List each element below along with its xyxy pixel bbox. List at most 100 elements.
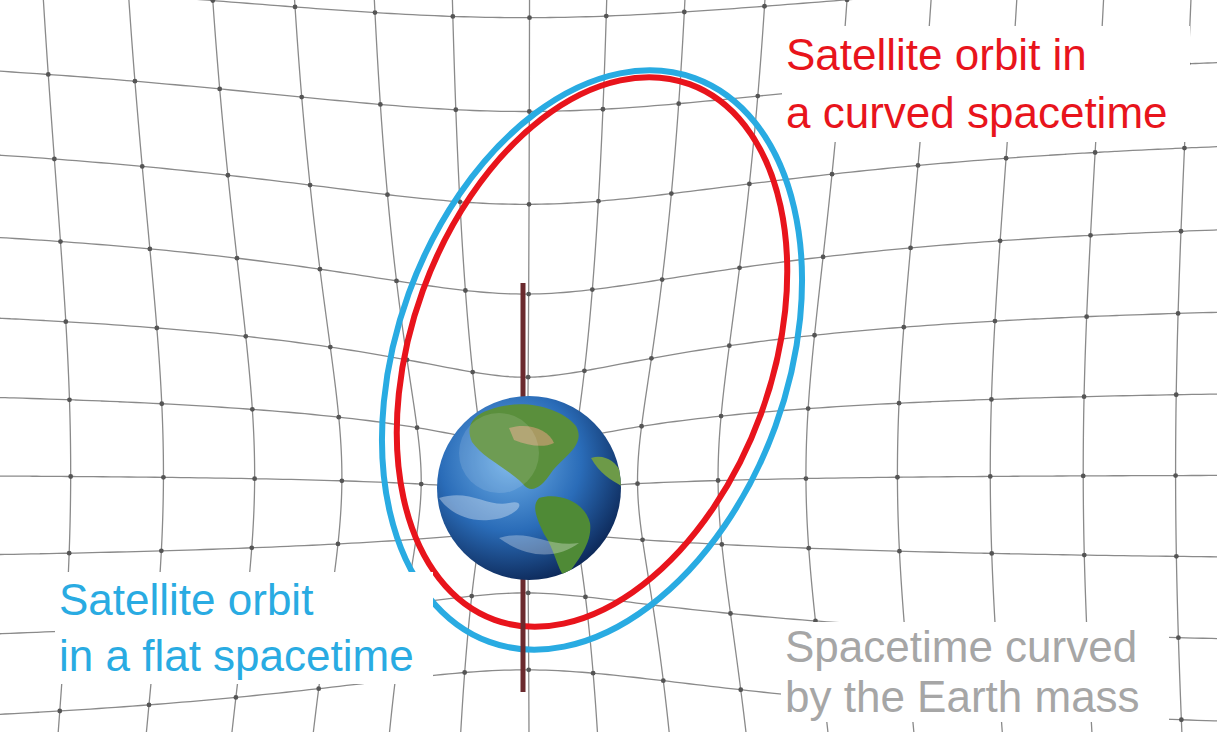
grid-dot	[640, 537, 645, 542]
grid-dot	[660, 277, 665, 282]
grid-dot	[1082, 394, 1087, 399]
grid-dot	[235, 256, 240, 261]
grid-line	[0, 391, 1217, 448]
grid-dot	[1179, 229, 1184, 234]
grid-dot	[989, 397, 994, 402]
grid-dot	[989, 551, 994, 556]
grid-dot	[252, 476, 257, 481]
grid-dot	[676, 101, 681, 106]
spacetime-label: Spacetime curved by the Earth mass	[781, 622, 1169, 722]
grid-dot	[233, 695, 238, 700]
grid-dot	[299, 95, 304, 100]
grid-dot	[373, 10, 378, 15]
grid-dot	[895, 475, 900, 480]
grid-dot	[601, 107, 606, 112]
grid-dot	[1176, 311, 1181, 316]
grid-dot	[993, 319, 998, 324]
wrap-spacer	[339, 572, 429, 628]
grid-dot	[583, 594, 588, 599]
grid-dot	[293, 5, 298, 10]
grid-dot	[133, 79, 138, 84]
grid-dot	[243, 334, 248, 339]
grid-dot	[1173, 473, 1178, 478]
grid-dot	[719, 542, 724, 547]
label-text: Satellite orbit in a curved spacetime	[786, 30, 1168, 137]
earth-highlight	[459, 413, 539, 493]
grid-dot	[591, 671, 596, 676]
grid-dot	[46, 72, 51, 77]
grid-dot	[804, 476, 809, 481]
grid-dot	[635, 481, 640, 486]
grid-dot	[682, 10, 687, 15]
grid-dot	[582, 368, 587, 373]
cloud	[499, 535, 579, 554]
wrap-spacer	[1106, 26, 1186, 84]
grid-dot	[68, 474, 73, 479]
grid-dot	[154, 326, 159, 331]
grid-dot	[1088, 233, 1093, 238]
grid-dot	[755, 94, 760, 99]
grid-dot	[526, 292, 531, 297]
grid-dot	[830, 172, 835, 177]
grid-dot	[727, 343, 732, 348]
grid-line	[0, 0, 1217, 18]
earth-land	[439, 404, 625, 578]
grid-dot	[147, 246, 152, 251]
grid-dot	[812, 333, 817, 338]
grid-dot	[728, 611, 733, 616]
label-text: Spacetime curved by the Earth mass	[785, 622, 1140, 721]
grid-dot	[318, 267, 323, 272]
grid-dot	[1082, 553, 1087, 558]
grid-dot	[526, 591, 531, 596]
grid-line	[0, 307, 1217, 377]
grid-dot	[226, 173, 231, 178]
grid-dot	[1004, 156, 1009, 161]
grid-dot	[328, 345, 333, 350]
grid-dot	[988, 474, 993, 479]
grid-dot	[747, 181, 752, 186]
grid-dot	[998, 238, 1003, 243]
grid-dot	[806, 406, 811, 411]
grid-dot	[719, 414, 724, 419]
grid-dot	[738, 687, 743, 692]
grid-dot	[250, 407, 255, 412]
grid-dot	[57, 709, 62, 714]
grid-dot	[669, 191, 674, 196]
grid-line	[0, 531, 1217, 559]
grid-dot	[916, 163, 921, 168]
grid-dot	[308, 183, 313, 188]
south-america	[535, 496, 590, 578]
grid-dot	[415, 425, 420, 430]
grid-dot	[845, 0, 850, 2]
grid-dot	[67, 397, 72, 402]
grid-dot	[901, 325, 906, 330]
grid-dot	[336, 415, 341, 420]
grid-dot	[52, 157, 57, 162]
curved-orbit-label: Satellite orbit in a curved spacetime	[782, 26, 1190, 142]
grid-dot	[336, 542, 341, 547]
grid-dot	[316, 686, 321, 691]
grid-dot	[419, 482, 424, 487]
grid-dot	[450, 14, 455, 19]
grid-dot	[737, 265, 742, 270]
grid-dot	[1174, 392, 1179, 397]
grid-dot	[526, 375, 531, 380]
grid-dot	[639, 424, 644, 429]
grid-dot	[1081, 473, 1086, 478]
grid-dot	[378, 102, 383, 107]
grid-dot	[470, 370, 475, 375]
grid-dot	[1084, 314, 1089, 319]
grid-dot	[527, 15, 532, 20]
grid-dot	[58, 239, 63, 244]
grid-dot	[339, 478, 344, 483]
grid-dot	[806, 546, 811, 551]
grid-dot	[462, 670, 467, 675]
grid-dot	[140, 164, 145, 169]
grid-dot	[716, 478, 721, 483]
grid-dot	[453, 107, 458, 112]
grid-dot	[604, 14, 609, 19]
grid-dot	[908, 246, 913, 251]
grid-dot	[394, 278, 399, 283]
grid-dot	[649, 356, 654, 361]
grid-line	[0, 222, 1217, 294]
